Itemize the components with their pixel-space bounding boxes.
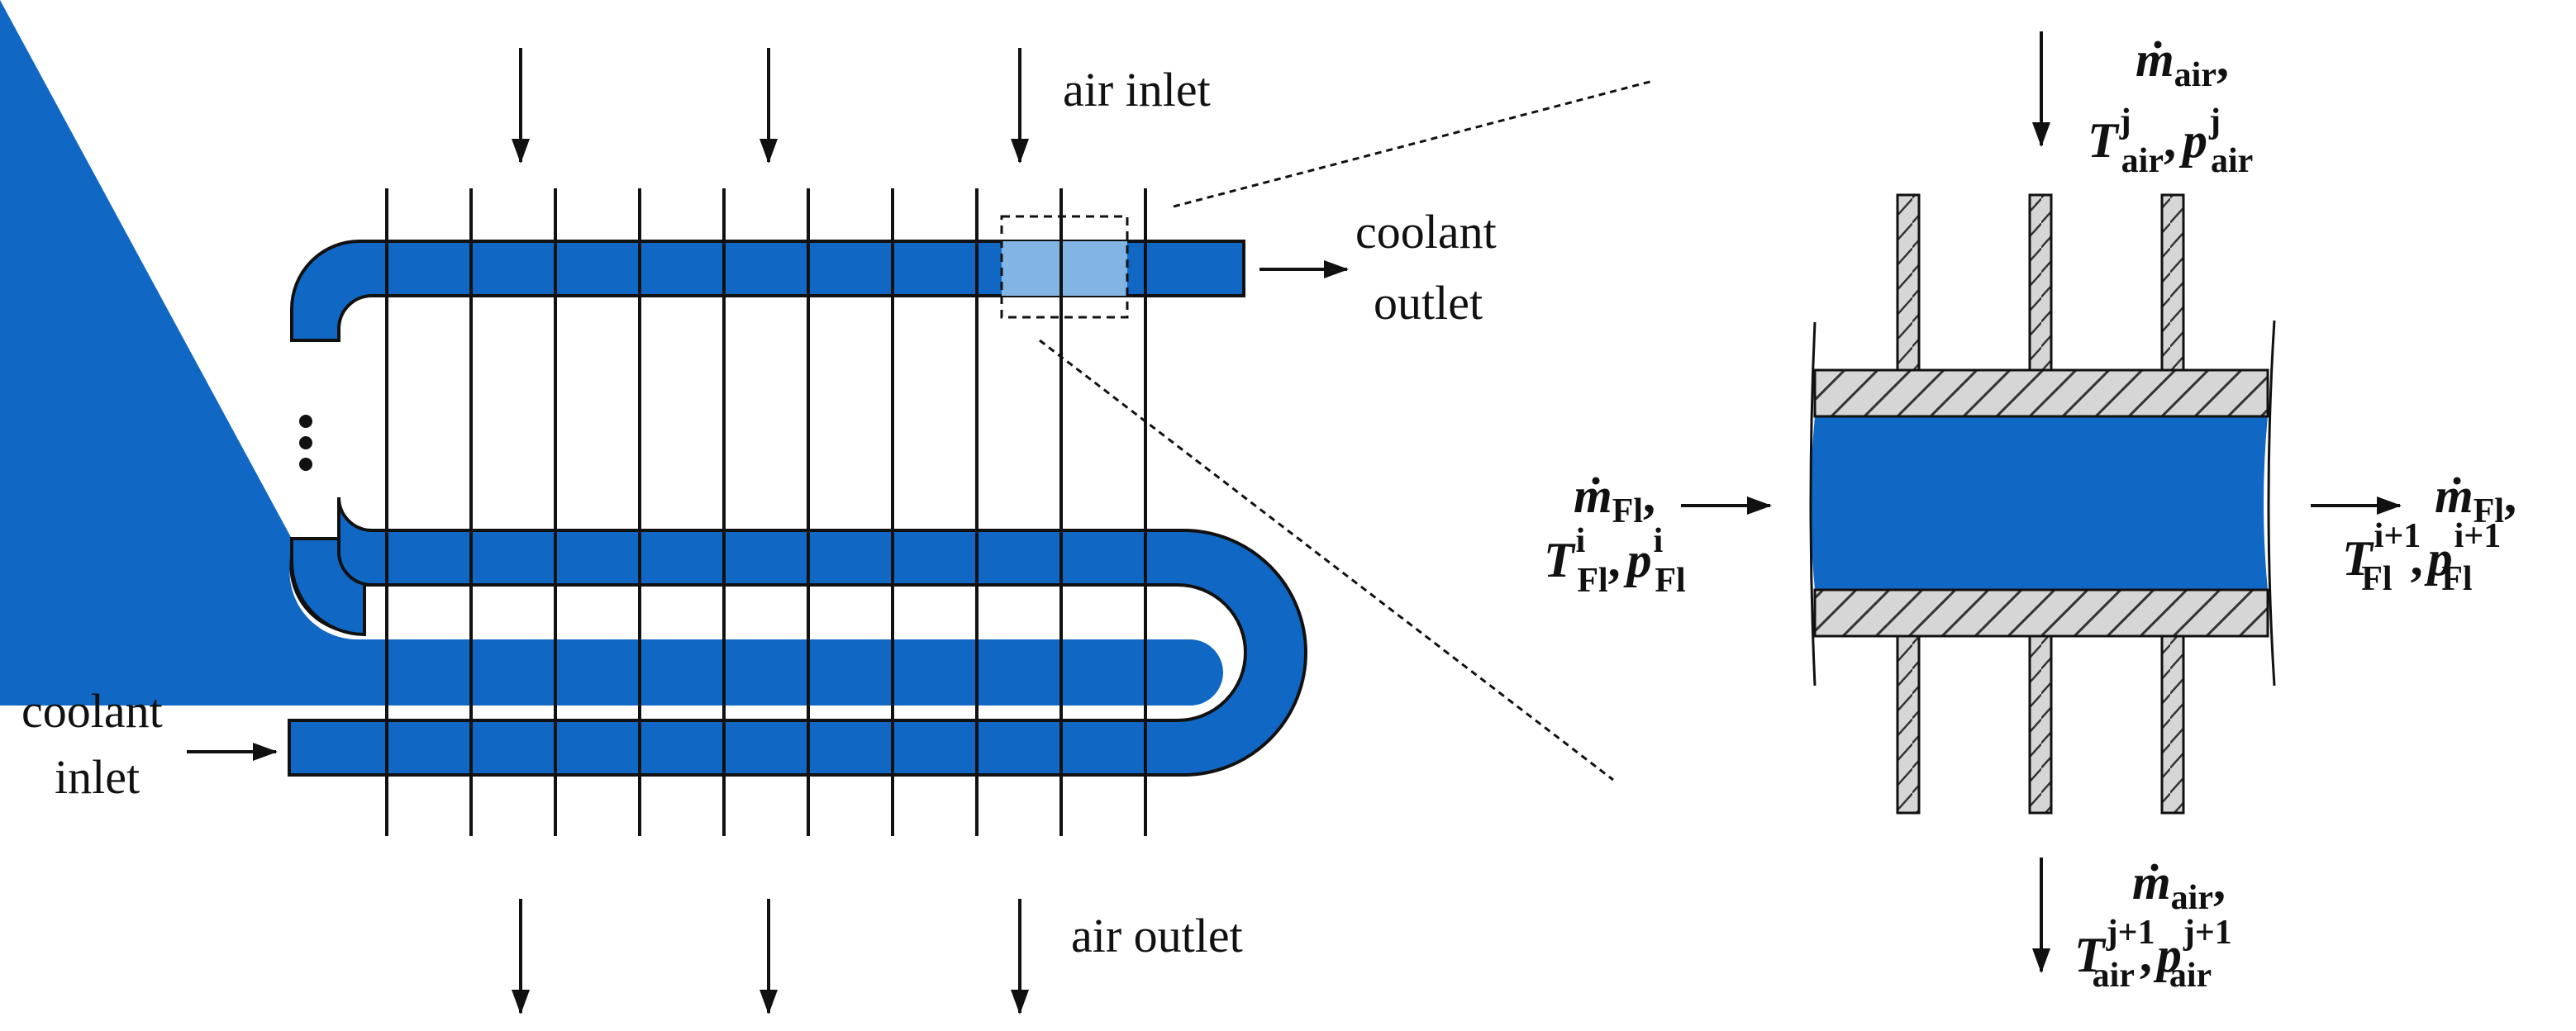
svg-text:ṁair,: ṁair, [2132,855,2226,917]
tube-wall-bottom [1813,588,2269,638]
fin-top-3 [2160,193,2185,372]
air-inlet-label: air inlet [1063,63,1211,116]
highlight-segment [1002,241,1127,296]
svg-text:ṁFl,: ṁFl, [2435,468,2516,530]
tube-wall-top [1813,368,2269,418]
fin-top-2 [2028,193,2053,372]
middle-coolant-tube [288,496,1307,777]
lower-left-bend [290,537,373,637]
svg-text:Ti+1Fl,pi+1Fl: Ti+1Fl,pi+1Fl [2342,517,2501,598]
fin-bottom-3 [2160,633,2185,815]
coolant-fluid-section [1811,416,2268,590]
svg-text:ṁair,: ṁair, [2136,32,2229,94]
heat-exchanger: air inlet air outlet coolant outlet cool… [0,0,1497,1014]
cut-edge-left [1809,321,1817,687]
svg-text:ṁFl,: ṁFl, [1574,468,1655,530]
bottom-coolant-tube [0,0,1223,706]
detail-selection-box [1000,215,1129,319]
coolant-outlet-label-1: coolant [1355,205,1497,259]
coolant-outlet-label-2: outlet [1374,276,1483,330]
ellipsis-dots [299,415,312,471]
fin-bottom-2 [2028,633,2053,815]
air-outlet-arrows [512,899,1029,1014]
coolant-inlet-label-1: coolant [21,684,163,738]
air-inlet-arrows [512,48,1029,164]
fin-bottom-1 [1896,633,1921,815]
cut-edge-right [2267,320,2276,687]
air-outlet-label: air outlet [1071,909,1243,962]
zoom-line-bottom [1039,339,1614,782]
fin-top-1 [1896,193,1921,372]
coolant-inlet-label-2: inlet [55,750,140,804]
zoom-line-top [1173,79,1654,208]
